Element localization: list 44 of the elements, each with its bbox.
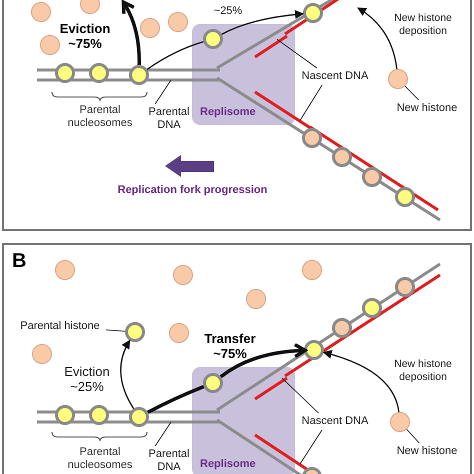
eviction-arrow (122, 0, 141, 65)
callout-text: Parental DNA (145, 106, 193, 132)
dna-strand (253, 376, 289, 401)
callout-text: Nascent DNA (295, 415, 375, 428)
dna-strand (35, 410, 222, 424)
transfer-line (147, 385, 204, 414)
replisome-label: Replisome (200, 458, 256, 471)
replisome-box (192, 367, 295, 474)
leader-line (106, 329, 126, 332)
deposition-arrow (357, 7, 398, 70)
leader-line (276, 38, 318, 68)
annotation-text: Transfer ~75% (203, 331, 257, 361)
leader-line (154, 80, 172, 104)
transfer-arrow (220, 343, 307, 378)
replisome-box (192, 24, 295, 125)
leader-line (300, 84, 323, 121)
transfer-line (146, 41, 204, 70)
annotation-text: Eviction ~75% (58, 21, 112, 51)
callout-text: Nascent DNA (295, 70, 375, 83)
panel-frame (2, 243, 472, 474)
leader-line (300, 430, 322, 464)
leader-line (282, 378, 319, 414)
annotation-text: ~25% (212, 4, 244, 19)
deposition-arrow (322, 350, 400, 412)
eviction-arrow (120, 340, 134, 409)
transfer-arrow (222, 10, 304, 35)
panel-frame (2, 0, 472, 231)
dna-strand (253, 34, 289, 59)
leader-line (406, 428, 420, 444)
callout-text: New histone (387, 102, 467, 115)
replisome-label: Replisome (200, 106, 256, 119)
leader-line (404, 86, 420, 100)
callout-text: Parental DNA (145, 448, 193, 474)
dna-strand (35, 68, 222, 82)
annotation-text: Replication fork progression (116, 183, 268, 198)
callout-text: New histone (387, 445, 467, 458)
callout-text: Parental histone (16, 320, 104, 333)
leader-line (154, 422, 172, 446)
annotation-text: Parental nucleosomes (66, 104, 134, 130)
annotation-text: New histone deposition (393, 12, 453, 38)
annotation-text: Eviction ~25% (63, 364, 111, 394)
annotation-text: Parental nucleosomes (66, 446, 134, 472)
annotation-text: New histone deposition (393, 358, 453, 384)
panel-letter: B (12, 250, 26, 272)
